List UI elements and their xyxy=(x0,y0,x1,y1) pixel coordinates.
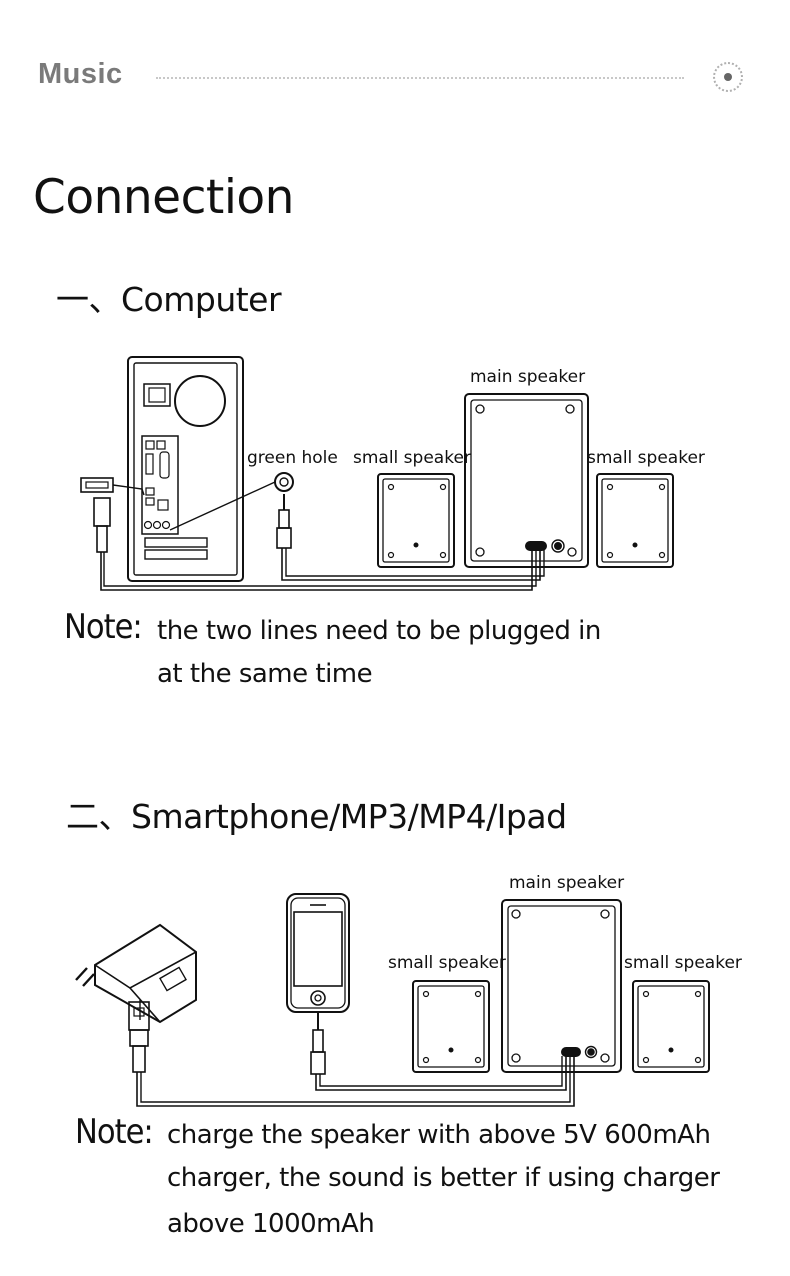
note-text: charge the speaker with above 5V 600mAh … xyxy=(167,1114,777,1246)
label-small-speaker-left: small speaker xyxy=(353,448,471,468)
usb-plug-icon xyxy=(80,477,145,553)
smartphone-connection-diagram: main speaker small speaker small speaker xyxy=(75,873,742,1107)
main-speaker-icon xyxy=(501,899,622,1073)
main-speaker-icon xyxy=(464,393,589,568)
label-green-hole: green hole xyxy=(247,448,338,468)
small-speaker-right-icon xyxy=(596,473,674,568)
page-title: Connection xyxy=(33,170,294,225)
note-label: Note: xyxy=(75,1112,154,1152)
label-small-speaker-right: small speaker xyxy=(587,448,705,468)
computer-connection-diagram: green hole main speaker small speaker sm… xyxy=(80,356,705,591)
smartphone-icon xyxy=(286,893,350,1013)
label-small-speaker-left: small speaker xyxy=(388,953,506,973)
small-speaker-right-icon xyxy=(632,980,710,1073)
note-line: charger, the sound is better if using ch… xyxy=(167,1163,720,1193)
section-heading-smartphone: 二、Smartphone/MP3/MP4/Ipad xyxy=(66,797,567,836)
label-main-speaker: main speaker xyxy=(470,367,585,387)
audio-jack-icon xyxy=(169,472,294,549)
header-divider xyxy=(156,77,684,79)
note-label: Note: xyxy=(64,607,143,647)
section-heading-computer: 一、Computer xyxy=(56,280,282,319)
usb-plug-icon xyxy=(128,1001,150,1073)
audio-jack-icon xyxy=(310,1012,326,1075)
note-text: the two lines need to be plugged in at t… xyxy=(157,610,677,696)
wall-charger-icon xyxy=(75,923,197,1024)
note-line: the two lines need to be plugged in xyxy=(157,616,601,646)
small-speaker-left-icon xyxy=(377,473,455,568)
pc-tower-icon xyxy=(127,356,244,582)
brand-title: Music xyxy=(38,58,123,90)
note-line: charge the speaker with above 5V 600mAh xyxy=(167,1120,711,1150)
label-small-speaker-right: small speaker xyxy=(624,953,742,973)
note-line: above 1000mAh xyxy=(167,1209,375,1239)
note-line: at the same time xyxy=(157,659,373,689)
small-speaker-left-icon xyxy=(412,980,490,1073)
label-main-speaker: main speaker xyxy=(509,873,624,893)
menu-dot-icon[interactable] xyxy=(713,62,743,92)
